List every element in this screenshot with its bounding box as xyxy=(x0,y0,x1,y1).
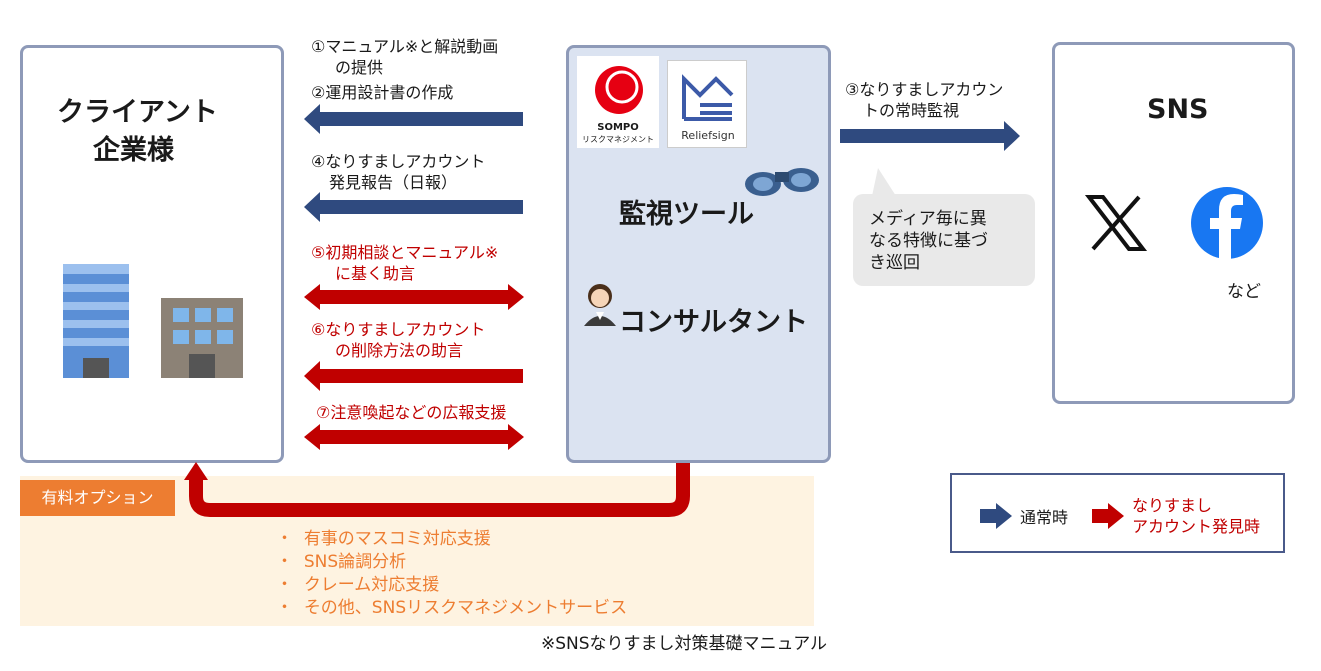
sompo-logo-icon xyxy=(595,66,643,114)
consultant-person-icon xyxy=(584,284,616,326)
arrow-flow-1-2 xyxy=(304,104,523,134)
flow-3-label: ③なりすましアカウン トの常時監視 xyxy=(845,80,1004,120)
binoculars-icon xyxy=(745,168,819,196)
office-buildings-icon xyxy=(63,264,243,378)
x-logo-icon xyxy=(1084,195,1148,251)
consultant-label: コンサルタント xyxy=(619,307,808,338)
flow-2-label: ②運用設計書の作成 xyxy=(311,83,454,102)
legend-red-arrow-icon xyxy=(1092,503,1124,529)
flow-4-label: ④なりすましアカウント 発見報告（日報） xyxy=(311,152,486,192)
option-item: ・ 有事のマスコミ対応支援 xyxy=(276,529,491,549)
sns-box: SNS など xyxy=(1052,42,1295,404)
arrow-paid-option xyxy=(189,463,690,517)
client-box: クライアント 企業様 xyxy=(20,45,284,463)
arrow-paid-option-head xyxy=(184,462,208,480)
paid-option-tag: 有料オプション xyxy=(20,480,175,516)
legend-box: 通常時 なりすまし アカウント発見時 xyxy=(950,473,1285,553)
bubble-tail xyxy=(872,168,896,196)
option-item: ・ クレーム対応支援 xyxy=(276,575,440,595)
arrow-flow-3 xyxy=(840,121,1020,151)
footnote: ※SNSなりすまし対策基礎マニュアル xyxy=(541,634,828,654)
arrow-flow-4 xyxy=(304,192,523,222)
monitor-tool-label: 監視ツール xyxy=(619,199,754,230)
arrow-flow-5 xyxy=(304,284,524,310)
flow-5-label: ⑤初期相談とマニュアル※ に基く助言 xyxy=(311,243,499,283)
legend-blue-arrow-icon xyxy=(980,503,1012,529)
legend-normal-label: 通常時 xyxy=(1020,508,1069,527)
etc-label: など xyxy=(1227,282,1261,302)
flow-7-label: ⑦注意喚起などの広報支援 xyxy=(316,403,507,422)
reliefsign-logo: Reliefsign xyxy=(667,60,747,148)
speech-bubble: メディア毎に異 なる特徴に基づ き巡回 xyxy=(853,194,1035,286)
option-item: ・ SNS論調分析 xyxy=(276,552,407,572)
flow-6-label: ⑥なりすましアカウント の削除方法の助言 xyxy=(311,320,486,360)
arrow-flow-7 xyxy=(304,424,524,450)
reliefsign-logo-icon xyxy=(682,74,734,121)
center-box: SOMPO リスクマネジメント Reliefsign 監視ツール コンサルタント xyxy=(566,45,831,463)
sns-title: SNS xyxy=(1147,94,1209,125)
legend-found-label: なりすまし アカウント発見時 xyxy=(1132,496,1261,536)
sompo-logo: SOMPO リスクマネジメント xyxy=(577,56,659,148)
client-title: クライアント 企業様 xyxy=(57,97,218,166)
option-item: ・ その他、SNSリスクマネジメントサービス xyxy=(276,598,628,618)
flow-1-label: ①マニュアル※と解説動画 の提供 xyxy=(311,37,499,77)
facebook-logo-icon xyxy=(1191,187,1263,259)
arrow-flow-6 xyxy=(304,361,523,391)
paid-option-list: ・ 有事のマスコミ対応支援 ・ SNS論調分析 ・ クレーム対応支援 ・ その他… xyxy=(276,528,627,620)
